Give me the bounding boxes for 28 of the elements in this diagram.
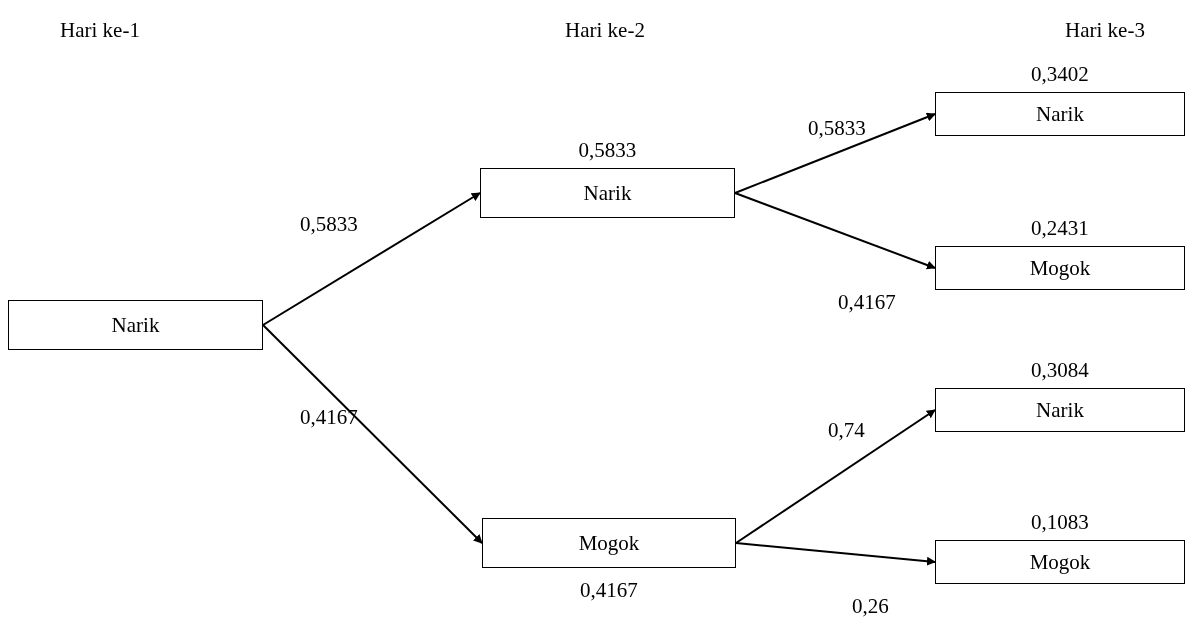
- state-box: Narik: [935, 388, 1185, 432]
- arrow: [735, 542, 936, 566]
- probability-value: 0,2431: [1031, 216, 1089, 241]
- edge-label: 0,4167: [838, 290, 896, 315]
- edge-label: 0,74: [828, 418, 865, 443]
- column-heading: Hari ke-3: [1065, 18, 1145, 43]
- arrow: [262, 324, 483, 544]
- edge-label: 0,5833: [300, 212, 358, 237]
- arrow: [734, 112, 936, 194]
- state-box: Mogok: [935, 246, 1185, 290]
- column-heading: Hari ke-2: [565, 18, 645, 43]
- arrow: [735, 409, 936, 544]
- edge-label: 0,26: [852, 594, 889, 619]
- edge-label: 0,5833: [808, 116, 866, 141]
- probability-value: 0,3402: [1031, 62, 1089, 87]
- probability-value: 0,1083: [1031, 510, 1089, 535]
- column-heading: Hari ke-1: [60, 18, 140, 43]
- edge-label: 0,4167: [300, 405, 358, 430]
- state-box: Narik: [480, 168, 735, 218]
- probability-value: 0,4167: [580, 578, 638, 603]
- state-box: Mogok: [935, 540, 1185, 584]
- arrow: [262, 192, 481, 326]
- state-box: Narik: [935, 92, 1185, 136]
- state-box: Narik: [8, 300, 263, 350]
- state-box: Mogok: [482, 518, 736, 568]
- probability-value: 0,5833: [578, 138, 637, 163]
- arrow: [734, 192, 936, 270]
- probability-value: 0,3084: [1031, 358, 1089, 383]
